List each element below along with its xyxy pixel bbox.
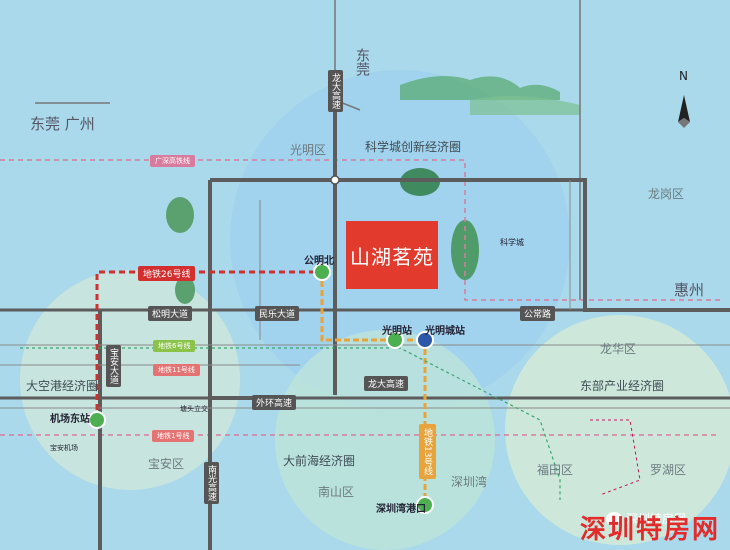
station-tanglang[interactable]: 塘头立交 xyxy=(180,405,208,413)
rail-guangshen: 广深高铁线 xyxy=(150,155,195,167)
brand-watermark: 深圳特房网 xyxy=(579,515,720,545)
region-dongguan-guangzhou: 东莞 广州 xyxy=(30,115,95,133)
qianhai-circle xyxy=(275,330,495,550)
region-dongguan: 东莞 xyxy=(354,48,370,76)
district-longgang: 龙岗区 xyxy=(648,187,685,201)
station-baoan-airport[interactable]: 宝安机场 xyxy=(50,444,78,452)
district-futian: 福田区 xyxy=(537,463,574,477)
station-guangming[interactable]: 光明站 xyxy=(382,326,412,337)
zone-east-industry: 东部产业经济圈 xyxy=(580,379,665,393)
wechat-icon xyxy=(606,511,622,526)
east-industry-circle xyxy=(505,315,730,545)
station-jichang-east[interactable]: 机场东站 xyxy=(50,414,90,425)
wechat-watermark: 深圳特房网 xyxy=(606,510,686,527)
road-songming: 松明大道 xyxy=(148,306,193,321)
station-gongmingbei[interactable]: 公明北 xyxy=(304,256,334,267)
district-baoan: 宝安区 xyxy=(148,457,185,471)
metro-line11-tag: 地铁11号线 xyxy=(153,364,200,376)
park xyxy=(166,197,194,233)
park xyxy=(175,276,195,304)
metro-line6-tag: 地铁6号线 xyxy=(153,340,196,352)
zone-qianhai: 大前海经济圈 xyxy=(283,454,356,468)
park xyxy=(451,220,479,280)
station-shenzhenwan-port[interactable]: 深圳湾港口 xyxy=(376,504,426,515)
north-arrow-icon xyxy=(678,95,690,128)
metro-line26-tag: 地铁26号线 xyxy=(138,266,196,281)
station-kexuecheng[interactable]: 科学城 xyxy=(500,238,524,247)
station-guangmingcheng[interactable]: 光明城站 xyxy=(425,326,465,337)
road-waihuan: 外环高速 xyxy=(252,395,297,410)
road-minle: 民乐大道 xyxy=(255,306,300,321)
mountains xyxy=(400,76,560,100)
road-gongchang: 公常路 xyxy=(520,306,556,321)
road-longda-vertical: 龙大高速 xyxy=(328,70,343,112)
district-luohu: 罗湖区 xyxy=(650,463,687,477)
district-guangming: 光明区 xyxy=(290,143,327,157)
region-huizhou: 惠州 xyxy=(674,281,705,299)
metro-line13-tag: 地铁13号线 xyxy=(419,424,436,480)
district-nanshan: 南山区 xyxy=(318,485,355,499)
project-marker[interactable]: 山湖茗苑 xyxy=(346,221,438,289)
road-longda-horizontal: 龙大高速 xyxy=(364,376,409,391)
district-longhua: 龙华区 xyxy=(600,342,637,356)
wechat-text: 深圳特房网 xyxy=(626,512,687,526)
zone-dakonggang: 大空港经济圈 xyxy=(26,379,99,393)
metro-line1-tag: 地铁1号线 xyxy=(152,430,195,442)
district-shenzhenwan: 深圳湾 xyxy=(451,475,488,489)
zone-science-city: 科学城创新经济圈 xyxy=(365,140,462,154)
road-nanguang: 南光高速 xyxy=(204,462,219,504)
north-label: N xyxy=(679,69,688,83)
road-baoan-ave: 宝安大道 xyxy=(106,345,121,387)
